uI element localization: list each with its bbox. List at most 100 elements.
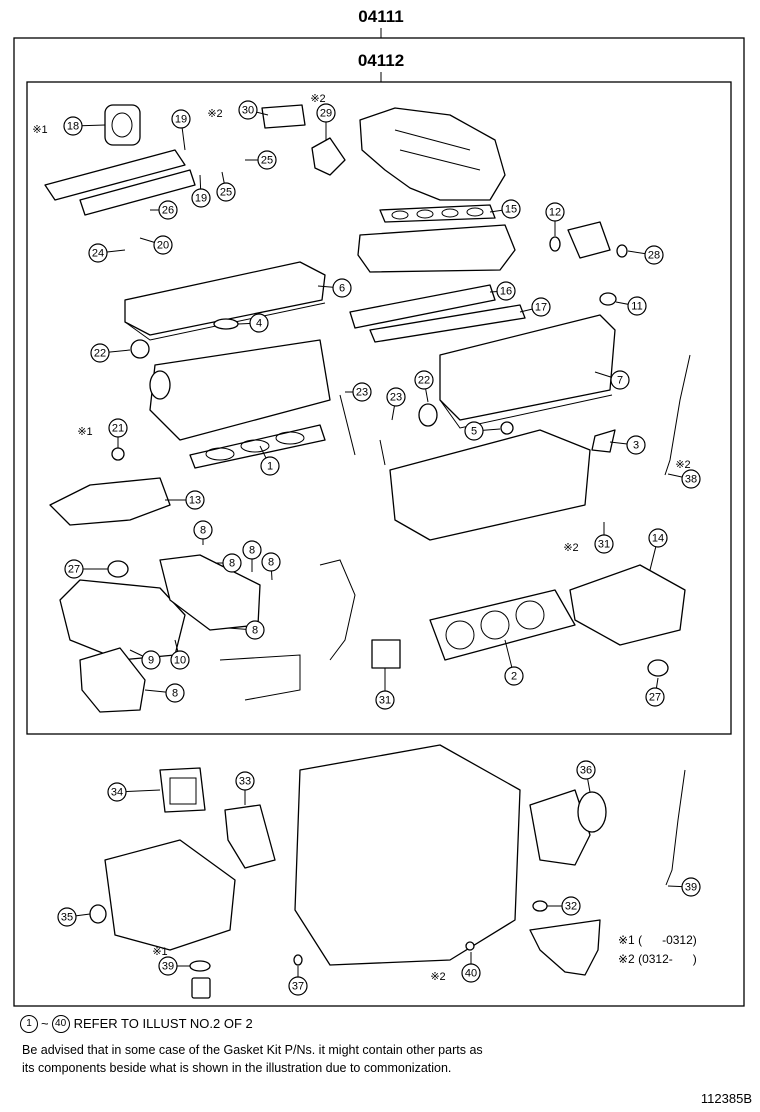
callout-circle — [461, 963, 481, 983]
fuel-rail-left — [44, 149, 186, 201]
callout-27: 27 — [64, 559, 108, 579]
callout-circle — [375, 690, 395, 710]
callout-circle — [158, 956, 178, 976]
callout-number: 26 — [162, 205, 174, 217]
callout-number: 8 — [172, 688, 178, 700]
kit-frame-04112 — [26, 81, 732, 735]
callout-number: 27 — [68, 564, 80, 576]
callout-number: 13 — [189, 495, 201, 507]
callout-number: 14 — [652, 533, 664, 545]
callout-17: 17 — [519, 297, 551, 317]
seal-27-left — [107, 560, 129, 578]
callout-number: 22 — [418, 375, 430, 387]
callout-circle — [504, 666, 524, 686]
water-pipe — [319, 559, 356, 661]
refer-note: 1 ~ 40 REFER TO ILLUST NO.2 OF 2 — [20, 1015, 253, 1033]
callout-number: 17 — [535, 302, 547, 314]
gasket-33 — [224, 804, 276, 869]
callout-circle — [222, 553, 242, 573]
applicability-mark: ※2 — [310, 93, 325, 105]
callout-number: 2 — [511, 671, 517, 683]
gasket-32 — [532, 900, 548, 912]
callout-number: 31 — [379, 695, 391, 707]
callout-number: 25 — [220, 187, 232, 199]
callout-circle — [645, 687, 665, 707]
callout-number: 30 — [242, 105, 254, 117]
callout-7: 7 — [594, 370, 630, 390]
timing-cover-8 — [79, 647, 146, 713]
fuel-rail-right — [79, 169, 196, 216]
callout-25: 25 — [245, 150, 277, 170]
callout-32: 32 — [547, 896, 581, 916]
callout-number: 22 — [94, 348, 106, 360]
exhaust-manifold-right — [569, 564, 686, 646]
callout-36: 36 — [576, 760, 596, 793]
gasket-30 — [261, 104, 306, 129]
callout-circle — [64, 559, 84, 579]
intake-plenum — [359, 107, 506, 201]
callout-number: 16 — [500, 286, 512, 298]
callout-8: 8 — [193, 520, 213, 545]
applicability-mark: ※1 — [77, 426, 92, 438]
callout-number: 8 — [249, 545, 255, 557]
callout-28: 28 — [627, 245, 664, 265]
callout-number: 7 — [617, 375, 623, 387]
timing-cover-9 — [59, 579, 186, 661]
callout-6: 6 — [317, 278, 352, 298]
cylinder-head-right — [389, 429, 591, 541]
callout-23: 23 — [386, 387, 406, 421]
callout-circle — [57, 907, 77, 927]
callout-circle — [141, 650, 161, 670]
cylinder-head-left — [149, 339, 331, 441]
washer-40 — [465, 941, 475, 951]
callout-22: 22 — [414, 370, 434, 403]
callout-31: 31 — [375, 668, 395, 710]
callout-number: 5 — [471, 426, 477, 438]
callout-number: 10 — [174, 655, 186, 667]
callout-31: 31※2 — [563, 522, 614, 554]
o-ring-5 — [500, 421, 514, 435]
callout-number: 34 — [111, 787, 123, 799]
callout-circle — [90, 343, 110, 363]
washer-21 — [111, 447, 125, 461]
callout-circle — [288, 976, 308, 996]
callout-number: 23 — [390, 392, 402, 404]
callout-circle — [644, 245, 664, 265]
callout-circle — [576, 760, 596, 780]
intake-manifold — [357, 224, 516, 273]
callout-circle — [332, 278, 352, 298]
callout-circle — [191, 188, 211, 208]
callout-number: 31 — [598, 539, 610, 551]
advice-line-2: its components beside what is shown in t… — [22, 1061, 452, 1075]
callout-circle — [627, 296, 647, 316]
callout-18: 18※1 — [32, 116, 106, 136]
throttle-body-gasket — [104, 104, 141, 146]
callout-number: 28 — [648, 250, 660, 262]
callout-22: 22 — [90, 343, 131, 363]
callout-number: 19 — [195, 193, 207, 205]
callout-circle — [260, 456, 280, 476]
callout-circle — [316, 103, 336, 123]
callout-circle — [165, 683, 185, 703]
callout-number: 11 — [631, 301, 642, 313]
kit-label-04111: 04111 — [358, 7, 403, 26]
callout-27: 27 — [645, 677, 665, 707]
callout-circle — [249, 313, 269, 333]
callout-number: 33 — [239, 776, 251, 788]
cylinder-head-gasket — [429, 589, 576, 661]
callout-circle — [545, 202, 565, 222]
callout-number: 19 — [175, 114, 187, 126]
callout-circle — [352, 382, 372, 402]
callout-circle — [216, 182, 236, 202]
callout-circle — [238, 100, 258, 120]
illustration-id: 112385B — [700, 1091, 752, 1106]
head-cover-right — [439, 314, 616, 421]
callout-23: 23 — [345, 382, 372, 402]
callout-number: 18 — [67, 121, 79, 133]
callout-number: 35 — [61, 912, 73, 924]
callout-number: 21 — [112, 423, 124, 435]
callout-circle — [261, 552, 281, 572]
callout-circle — [681, 469, 701, 489]
callout-circle — [626, 435, 646, 455]
callout-35: 35 — [57, 907, 91, 927]
